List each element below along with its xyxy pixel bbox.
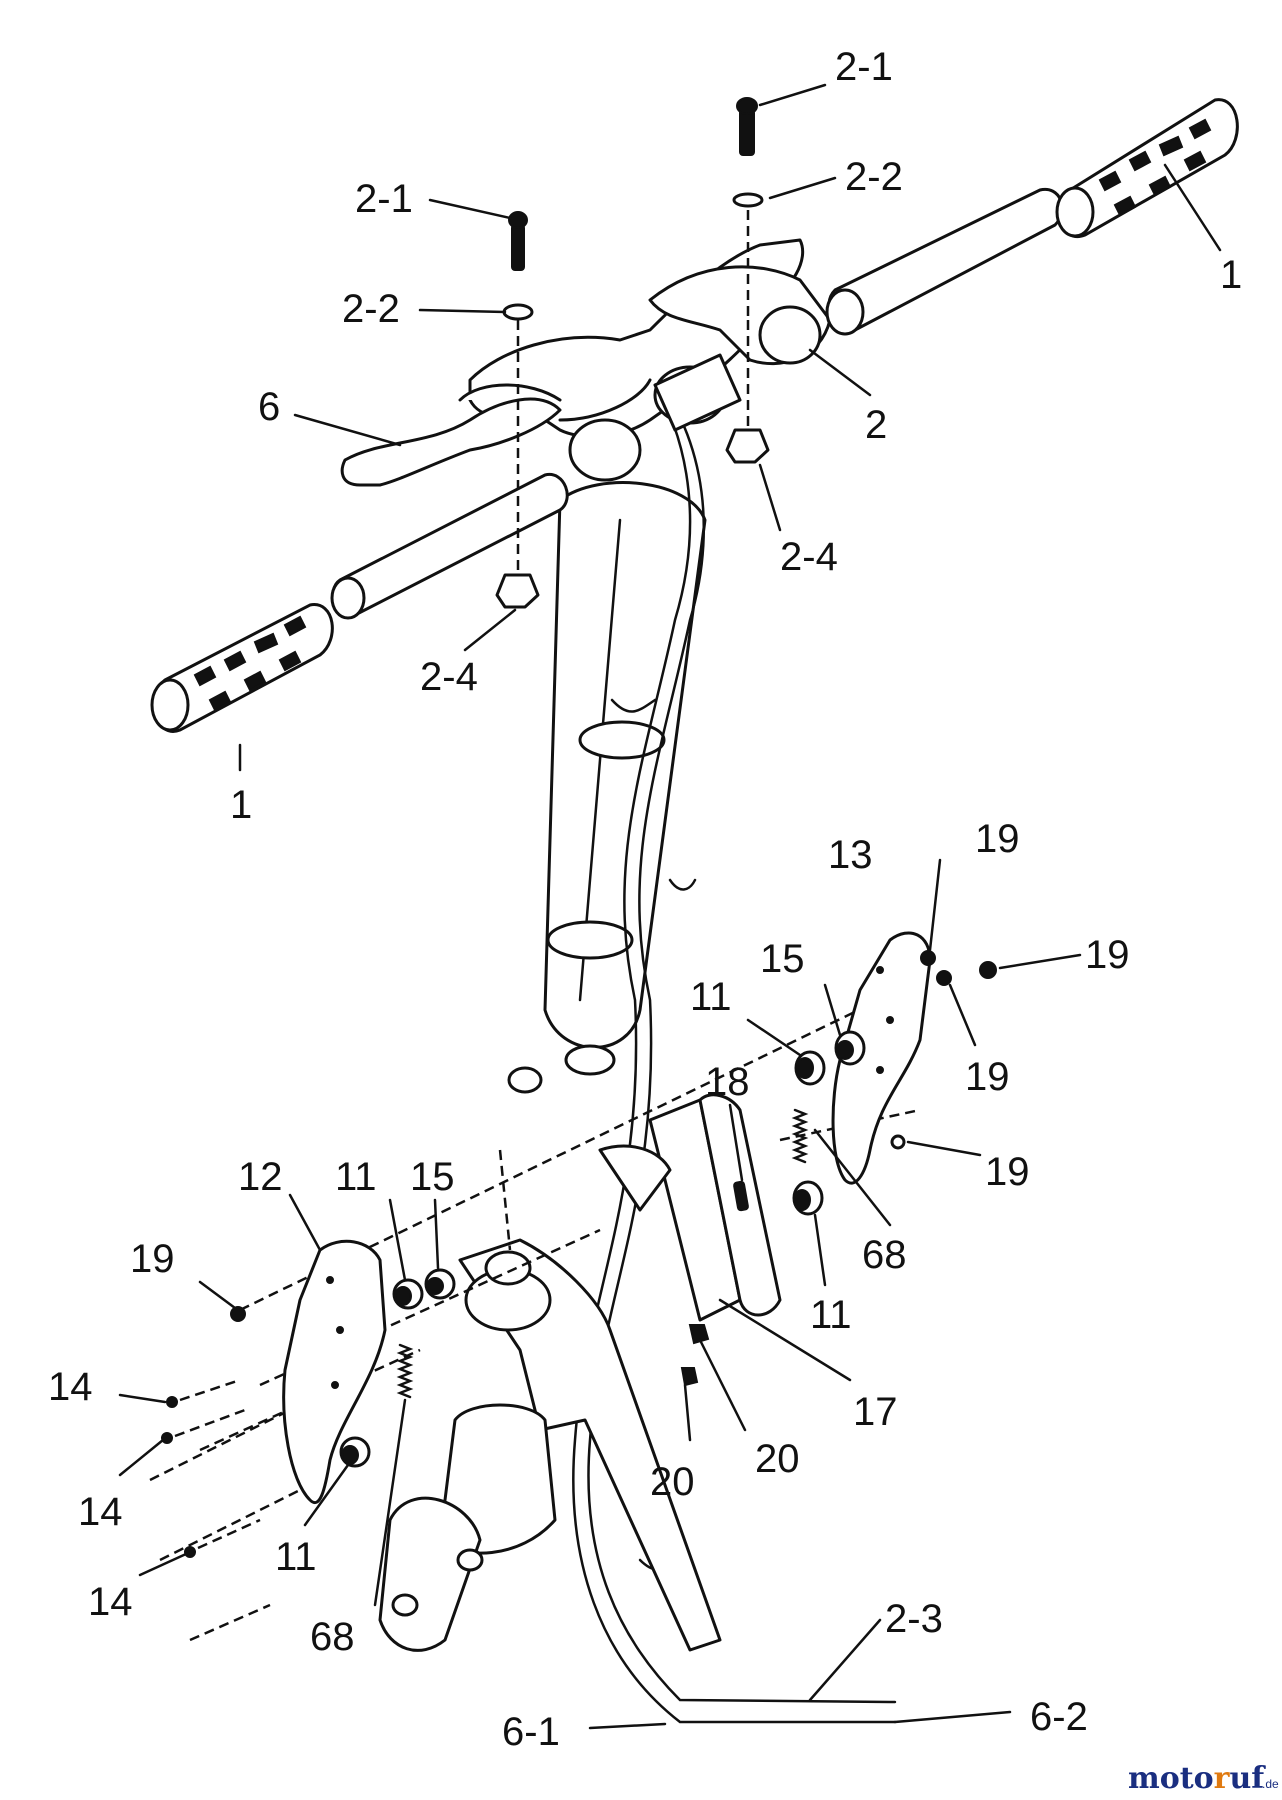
label-68-right: 68 <box>862 1233 907 1277</box>
label-6: 6 <box>258 385 280 429</box>
label-19-d: 19 <box>985 1150 1030 1194</box>
lower-mount <box>378 1149 722 1652</box>
spacers <box>424 1030 866 1300</box>
label-14-b: 14 <box>78 1490 123 1534</box>
label-19-a: 19 <box>975 817 1020 861</box>
label-20-b: 20 <box>650 1460 695 1504</box>
nuts-19 <box>230 950 997 1322</box>
clamp <box>598 1093 782 1322</box>
label-2: 2 <box>865 403 887 447</box>
handle-tube <box>507 481 707 1094</box>
springs <box>396 1108 809 1399</box>
label-11-left-top: 11 <box>335 1155 377 1199</box>
label-15-left: 15 <box>410 1155 455 1199</box>
pin-and-clips <box>680 1180 749 1387</box>
label-11-a: 11 <box>690 975 732 1019</box>
label-13: 13 <box>828 833 873 877</box>
right-grip <box>1055 98 1239 239</box>
label-6-2: 6-2 <box>1030 1695 1088 1739</box>
label-68-left: 68 <box>310 1615 355 1659</box>
label-11-left-bottom: 11 <box>275 1535 317 1579</box>
bolts-14 <box>161 1378 261 1558</box>
label-1-right: 1 <box>1220 253 1242 297</box>
label-18: 18 <box>705 1060 750 1104</box>
label-2-1-left: 2-1 <box>355 177 413 221</box>
svg-text:motoruf: motoruf <box>1128 1761 1266 1796</box>
label-2-1-right: 2-1 <box>835 45 893 89</box>
left-grip <box>150 603 334 733</box>
bushings <box>339 1050 826 1468</box>
label-12: 12 <box>238 1155 283 1199</box>
top-screws <box>495 97 770 609</box>
label-19-left: 19 <box>130 1237 175 1281</box>
label-14-a: 14 <box>48 1365 93 1409</box>
label-1-left: 1 <box>230 783 252 827</box>
label-2-2-left: 2-2 <box>342 287 400 331</box>
label-19-c: 19 <box>965 1055 1010 1099</box>
label-2-4-left: 2-4 <box>420 655 478 699</box>
label-14-c: 14 <box>88 1580 133 1624</box>
leader-lines <box>118 83 1222 1730</box>
lever <box>340 397 562 487</box>
label-2-2-right: 2-2 <box>845 155 903 199</box>
left-plate <box>282 1239 387 1504</box>
watermark-logo: motoruf .de <box>1128 1761 1279 1796</box>
watermark-suffix: uf <box>1229 1761 1266 1796</box>
label-2-4-right: 2-4 <box>780 535 838 579</box>
watermark-prefix: moto <box>1128 1761 1214 1796</box>
left-handle-bar <box>330 353 742 620</box>
label-15-right: 15 <box>760 937 805 981</box>
right-handle-bar <box>758 187 1064 365</box>
label-20-a: 20 <box>755 1437 800 1481</box>
callout-labels: 2-1 2-2 2-1 2-2 6 2 1 2-4 2-4 1 13 19 19… <box>48 45 1242 1754</box>
watermark-mid: r <box>1214 1761 1231 1796</box>
handlebar-bracket <box>458 238 832 439</box>
label-2-3: 2-3 <box>885 1597 943 1641</box>
label-17: 17 <box>853 1390 898 1434</box>
label-19-b: 19 <box>1085 933 1130 977</box>
watermark-tld: .de <box>1262 1777 1279 1791</box>
label-11-b: 11 <box>810 1293 852 1337</box>
label-6-1: 6-1 <box>502 1710 560 1754</box>
